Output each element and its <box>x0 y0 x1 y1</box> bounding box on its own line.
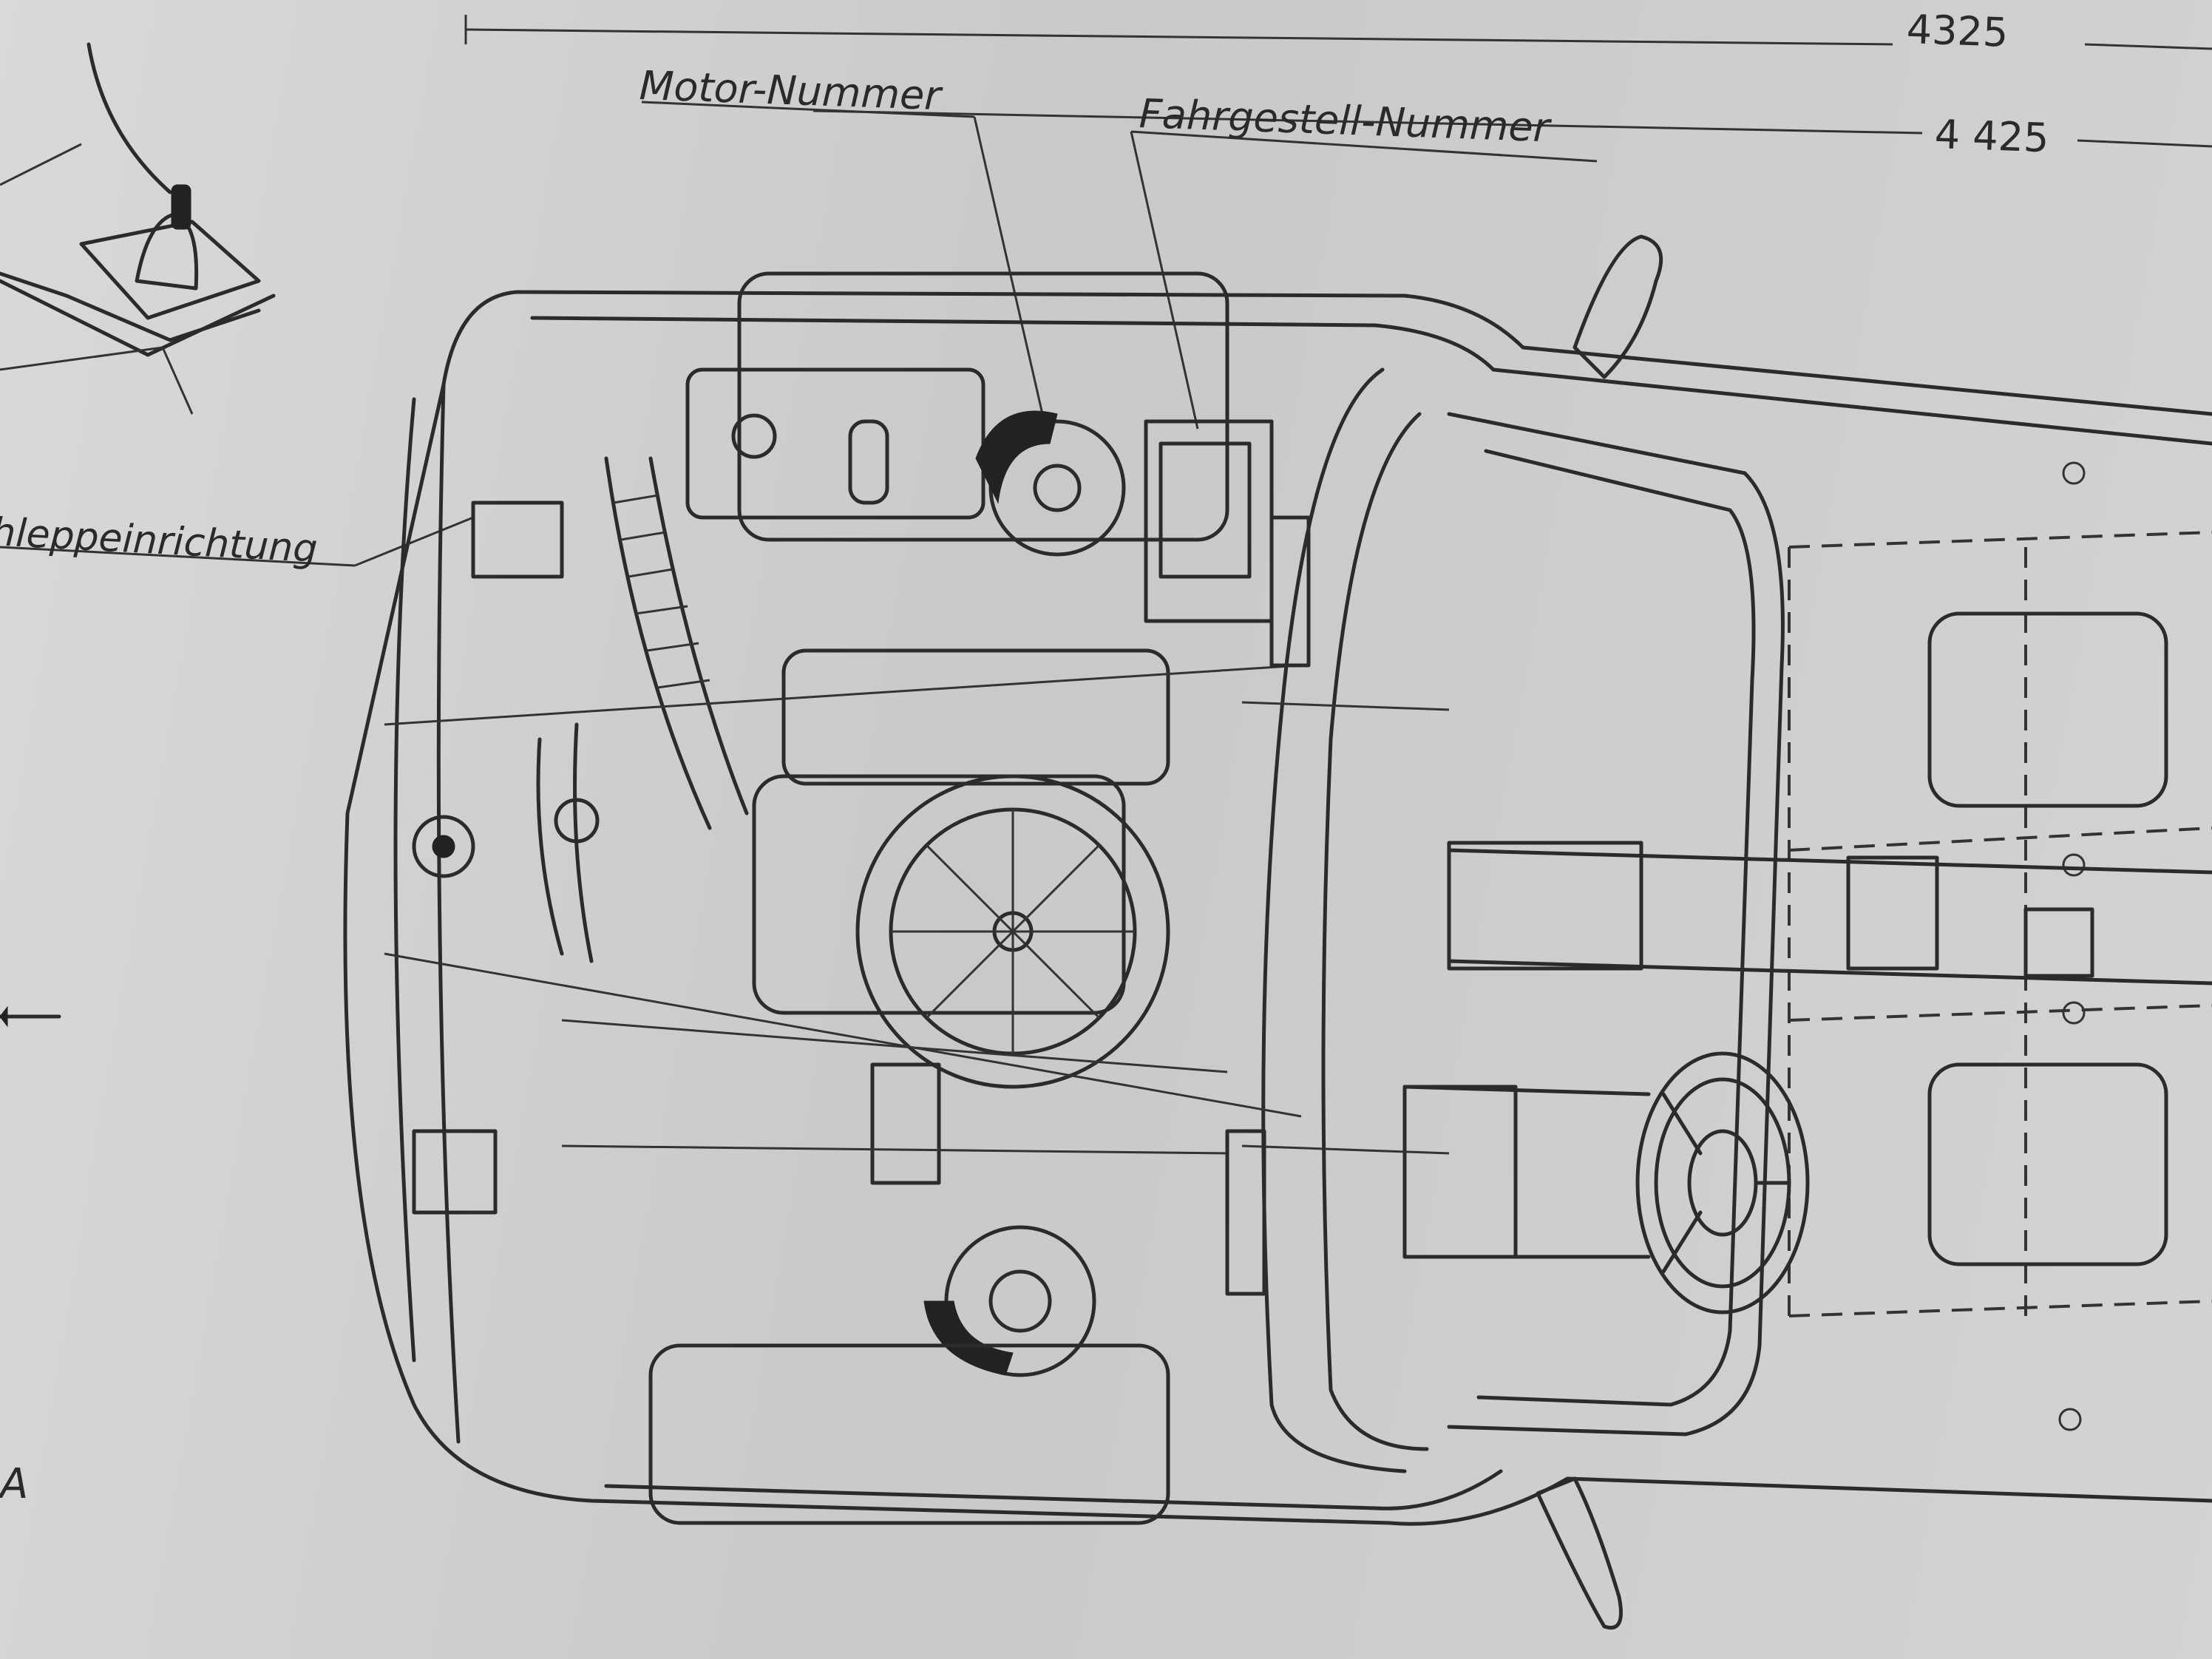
windshield-frame <box>1261 367 1785 1473</box>
drive-shaft <box>1447 841 2212 985</box>
dimension-upper-label: 4325 <box>1905 6 2009 56</box>
leader-lines <box>0 101 1598 567</box>
interior-floor <box>1788 461 2212 1431</box>
engine-compartment <box>384 271 1450 1525</box>
gear-shift-inset <box>0 42 276 415</box>
view-letter-label: A <box>0 1460 29 1508</box>
left-arrow-icon <box>0 1005 61 1028</box>
steering-wheel <box>1402 1051 1810 1314</box>
dimension-lower-label: 4 425 <box>1933 111 2050 162</box>
dimension-lines <box>464 15 2212 148</box>
car-body <box>343 234 2212 1629</box>
